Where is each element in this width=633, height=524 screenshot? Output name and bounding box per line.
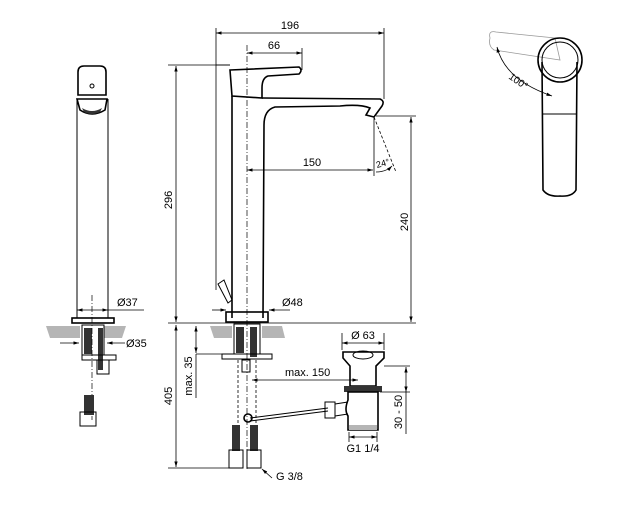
drain-adjust-label: 30 - 50 [393,395,405,429]
front-body-spout [231,96,384,319]
height-dimensions: 296 405 [163,64,240,469]
drain-rod-nut [324,401,336,419]
side-lever [77,65,107,96]
total-height-label: 296 [163,191,175,209]
hose-connector-right [246,449,262,469]
lever-offset-label: 66 [268,40,280,52]
side-base [71,317,115,324]
max-counter-label: max. 35 [183,356,195,395]
drain-assembly: Ø 63 30 - 50 G1 1/4 [324,330,410,455]
drain-diameter-label: Ø 63 [351,330,375,342]
spout-reach-label: 150 [303,157,321,169]
hole-diameter-label: Ø35 [126,338,147,350]
front-view: 196 66 150 24° 240 Ø48 [212,20,416,470]
spout-angle-label: 24° [375,157,391,170]
lever-rotation-label: 100° [506,71,529,92]
side-diameter-label: Ø37 [117,297,138,309]
lift-rod [249,407,329,419]
total-width-label: 196 [281,20,299,32]
below-counter-label: 405 [163,387,175,405]
spout-height-label: 240 [399,213,411,231]
drain-thread-label: G1 1/4 [346,443,379,455]
side-body [76,99,109,318]
side-counter [46,326,126,338]
front-lever [229,66,302,99]
side-view: Ø37 Ø35 [46,65,147,427]
hose-thread-label: G 3/8 [276,471,303,483]
top-view: 100° [489,31,583,197]
under-counter-assembly: max. 35 G 3/8 max. 150 [183,323,358,483]
drain-lift-rod [217,279,233,304]
lever-rotated-ghost [489,31,561,61]
drain-head [342,351,385,387]
top-lever-handle [541,61,578,197]
max-drain-distance-label: max. 150 [285,367,330,379]
drain-body [345,391,379,431]
hose-connector-left [228,449,244,469]
base-diameter-label: Ø48 [282,297,303,309]
